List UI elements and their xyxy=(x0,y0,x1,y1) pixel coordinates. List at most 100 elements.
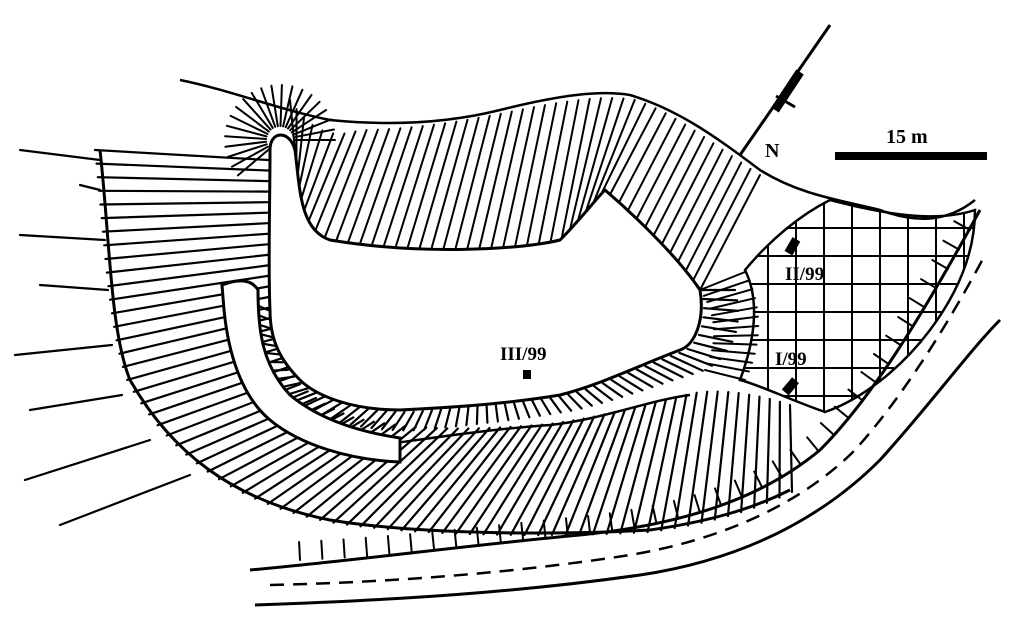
inner-hachure xyxy=(521,400,531,419)
bank-tick xyxy=(873,353,890,366)
north-hachure xyxy=(635,123,687,220)
bank-tick xyxy=(630,508,636,529)
trench-2-label: II/99 xyxy=(785,264,824,285)
slope-hachure xyxy=(537,415,596,537)
north-hachure xyxy=(226,143,268,158)
slope-hachure xyxy=(632,398,668,534)
slope-hachure xyxy=(441,425,523,535)
bank-tick xyxy=(431,531,436,551)
bank-tick xyxy=(753,470,764,489)
slope-hachure xyxy=(578,408,627,536)
scale-bar: 15 m xyxy=(835,126,987,160)
slope-hachure xyxy=(332,427,438,524)
north-hachure xyxy=(618,112,667,204)
bank-tick xyxy=(608,512,614,533)
inner-hachure xyxy=(380,410,397,431)
slope-hachure xyxy=(103,232,269,247)
north-hachure xyxy=(303,132,335,210)
bank-tick xyxy=(714,487,723,507)
bank-tick xyxy=(364,536,369,557)
north-hachure xyxy=(224,135,267,140)
slope-hachure xyxy=(98,189,269,193)
north-hachure xyxy=(236,148,271,177)
bank-tick xyxy=(498,524,502,545)
slope-hachure xyxy=(788,403,794,494)
bank-tick xyxy=(860,371,877,384)
slope-hachure xyxy=(28,393,124,412)
inner-hachure xyxy=(349,408,370,426)
inner-hachure xyxy=(652,361,684,379)
slope-hachure xyxy=(101,222,269,233)
bank-tick xyxy=(386,535,391,555)
ramp-hachure xyxy=(712,315,759,324)
bank-tick xyxy=(733,479,743,499)
north-hachure xyxy=(430,118,469,251)
ramp-hachure xyxy=(710,306,758,317)
scale-label: 15 m xyxy=(886,126,928,148)
slope-hachure xyxy=(104,243,269,261)
slope-hachure xyxy=(509,419,575,536)
north-hachure xyxy=(537,100,569,245)
slope-hachure xyxy=(386,427,480,531)
inner-hachure xyxy=(669,354,704,372)
bank-tick xyxy=(542,519,547,540)
slope-hachure xyxy=(686,390,709,527)
inner-hachure xyxy=(601,382,624,398)
north-hachure xyxy=(229,114,269,135)
bank-tick xyxy=(475,526,480,547)
slope-hachure xyxy=(359,427,459,528)
slope-hachure xyxy=(619,401,657,535)
north-hachure xyxy=(289,99,296,151)
inner-hachure xyxy=(494,403,499,423)
inner-hachure xyxy=(575,391,593,407)
north-hachure xyxy=(652,135,706,237)
north-hachure xyxy=(576,97,614,222)
north-hachure xyxy=(592,98,636,204)
inner-hachure xyxy=(635,368,664,385)
north-boundary-line xyxy=(179,78,976,220)
inner-hachure xyxy=(359,409,379,428)
inner-hachure xyxy=(593,385,614,401)
slope-hachure xyxy=(605,403,647,536)
inner-hachure xyxy=(319,402,343,417)
inner-hachure xyxy=(512,401,521,420)
bank-tick xyxy=(806,436,820,453)
slope-hachure xyxy=(700,390,719,524)
bank-tick xyxy=(298,541,301,561)
bank-tick xyxy=(651,504,658,525)
ramp-hachure xyxy=(706,362,750,373)
ramp-hachure xyxy=(708,297,756,310)
inner-hachure xyxy=(702,297,739,302)
north-hachure xyxy=(699,174,761,291)
trench-3-marker xyxy=(523,370,531,379)
north-hachure xyxy=(292,128,335,139)
slope-hachure xyxy=(78,183,102,192)
trench-2-marker xyxy=(784,237,801,256)
north-hachure xyxy=(442,116,480,251)
bank-tick xyxy=(942,239,960,251)
ramp-hachure xyxy=(699,271,746,291)
inner-hachure xyxy=(693,341,729,353)
north-hachure xyxy=(225,124,268,138)
inner-hachure xyxy=(661,358,694,376)
bank-tick xyxy=(320,539,324,560)
ramp-hachure xyxy=(713,325,760,331)
north-hachure xyxy=(660,142,715,245)
inner-hachure xyxy=(548,396,562,414)
road-dashed-centerline xyxy=(269,254,987,587)
excavation-grid-border xyxy=(738,198,977,414)
slope-hachure xyxy=(523,417,585,537)
slope-hachure xyxy=(455,424,533,535)
north-hachure xyxy=(560,98,591,240)
north-hachure xyxy=(466,112,502,251)
slope-hachure xyxy=(765,397,771,504)
north-hachure xyxy=(260,87,277,128)
slope-hachure xyxy=(468,423,544,536)
north-hachure xyxy=(242,98,272,131)
trench-3-label: III/99 xyxy=(500,344,546,365)
bank-tick xyxy=(819,422,836,437)
inner-hachure xyxy=(584,388,604,404)
north-hachure xyxy=(644,129,696,228)
